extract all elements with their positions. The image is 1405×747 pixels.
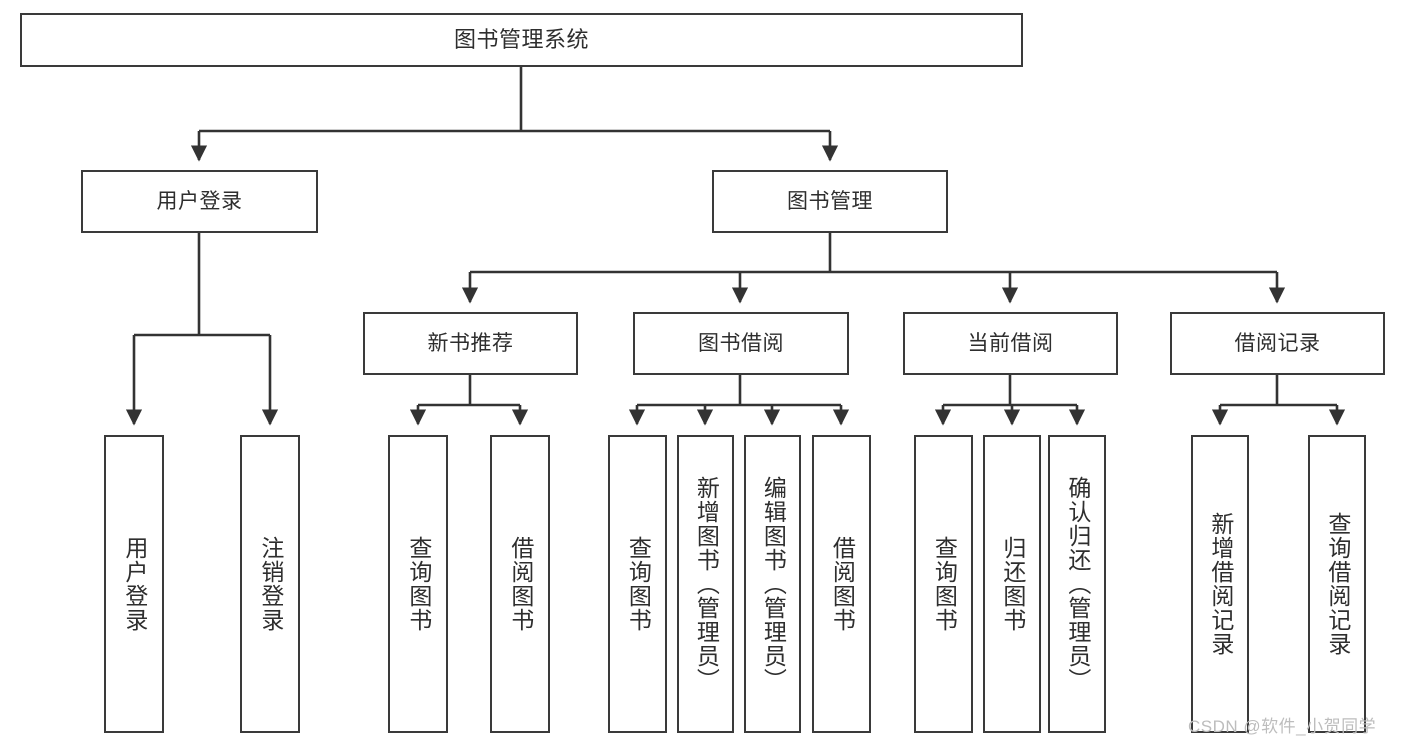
- node-label: 新增借阅记录: [1207, 512, 1234, 656]
- node-label: 注销登录: [257, 536, 284, 632]
- node-user-login[interactable]: 用户登录: [81, 170, 318, 233]
- node-leaf-user-login[interactable]: 用户登录: [104, 435, 164, 733]
- watermark-text: CSDN @软件_小贺同学: [1188, 717, 1377, 736]
- node-label: 查询借阅记录: [1324, 512, 1351, 656]
- node-leaf-current-query-book[interactable]: 查询图书: [914, 435, 973, 733]
- node-leaf-borrow-add-book[interactable]: 新增图书（管理员）: [677, 435, 734, 733]
- node-leaf-borrow-borrow-book[interactable]: 借阅图书: [812, 435, 871, 733]
- node-label: 借阅图书: [507, 536, 534, 632]
- node-leaf-record-query[interactable]: 查询借阅记录: [1308, 435, 1366, 733]
- node-book-borrow[interactable]: 图书借阅: [633, 312, 849, 375]
- node-label: 借阅记录: [1234, 331, 1321, 355]
- node-borrow-record[interactable]: 借阅记录: [1170, 312, 1385, 375]
- node-leaf-current-return-book[interactable]: 归还图书: [983, 435, 1041, 733]
- node-label: 用户登录: [121, 536, 148, 632]
- node-root-book-management-system[interactable]: 图书管理系统: [20, 13, 1023, 67]
- node-leaf-rec-query-book[interactable]: 查询图书: [388, 435, 448, 733]
- node-label: 图书管理系统: [453, 26, 589, 52]
- node-label: 查询图书: [405, 536, 432, 632]
- node-leaf-borrow-edit-book[interactable]: 编辑图书（管理员）: [744, 435, 801, 733]
- node-leaf-current-confirm-return[interactable]: 确认归还（管理员）: [1048, 435, 1106, 733]
- node-label: 新书推荐: [427, 331, 514, 355]
- node-label: 查询图书: [625, 536, 652, 632]
- node-new-book-recommend[interactable]: 新书推荐: [363, 312, 578, 375]
- node-book-manage[interactable]: 图书管理: [712, 170, 948, 233]
- node-label: 图书管理: [787, 189, 873, 213]
- node-label: 借阅图书: [829, 536, 856, 632]
- node-label: 用户登录: [156, 189, 243, 213]
- node-label: 归还图书: [999, 536, 1026, 632]
- node-leaf-borrow-query-book[interactable]: 查询图书: [608, 435, 667, 733]
- node-label: 当前借阅: [967, 331, 1054, 355]
- node-leaf-user-logout[interactable]: 注销登录: [240, 435, 300, 733]
- node-label: 图书借阅: [698, 331, 784, 355]
- node-label: 查询图书: [931, 536, 958, 632]
- node-label: 确认归还（管理员）: [1064, 476, 1091, 692]
- node-leaf-rec-borrow-book[interactable]: 借阅图书: [490, 435, 550, 733]
- node-current-borrow[interactable]: 当前借阅: [903, 312, 1118, 375]
- node-label: 编辑图书（管理员）: [760, 476, 787, 692]
- node-leaf-record-add[interactable]: 新增借阅记录: [1191, 435, 1249, 733]
- node-label: 新增图书（管理员）: [693, 476, 720, 692]
